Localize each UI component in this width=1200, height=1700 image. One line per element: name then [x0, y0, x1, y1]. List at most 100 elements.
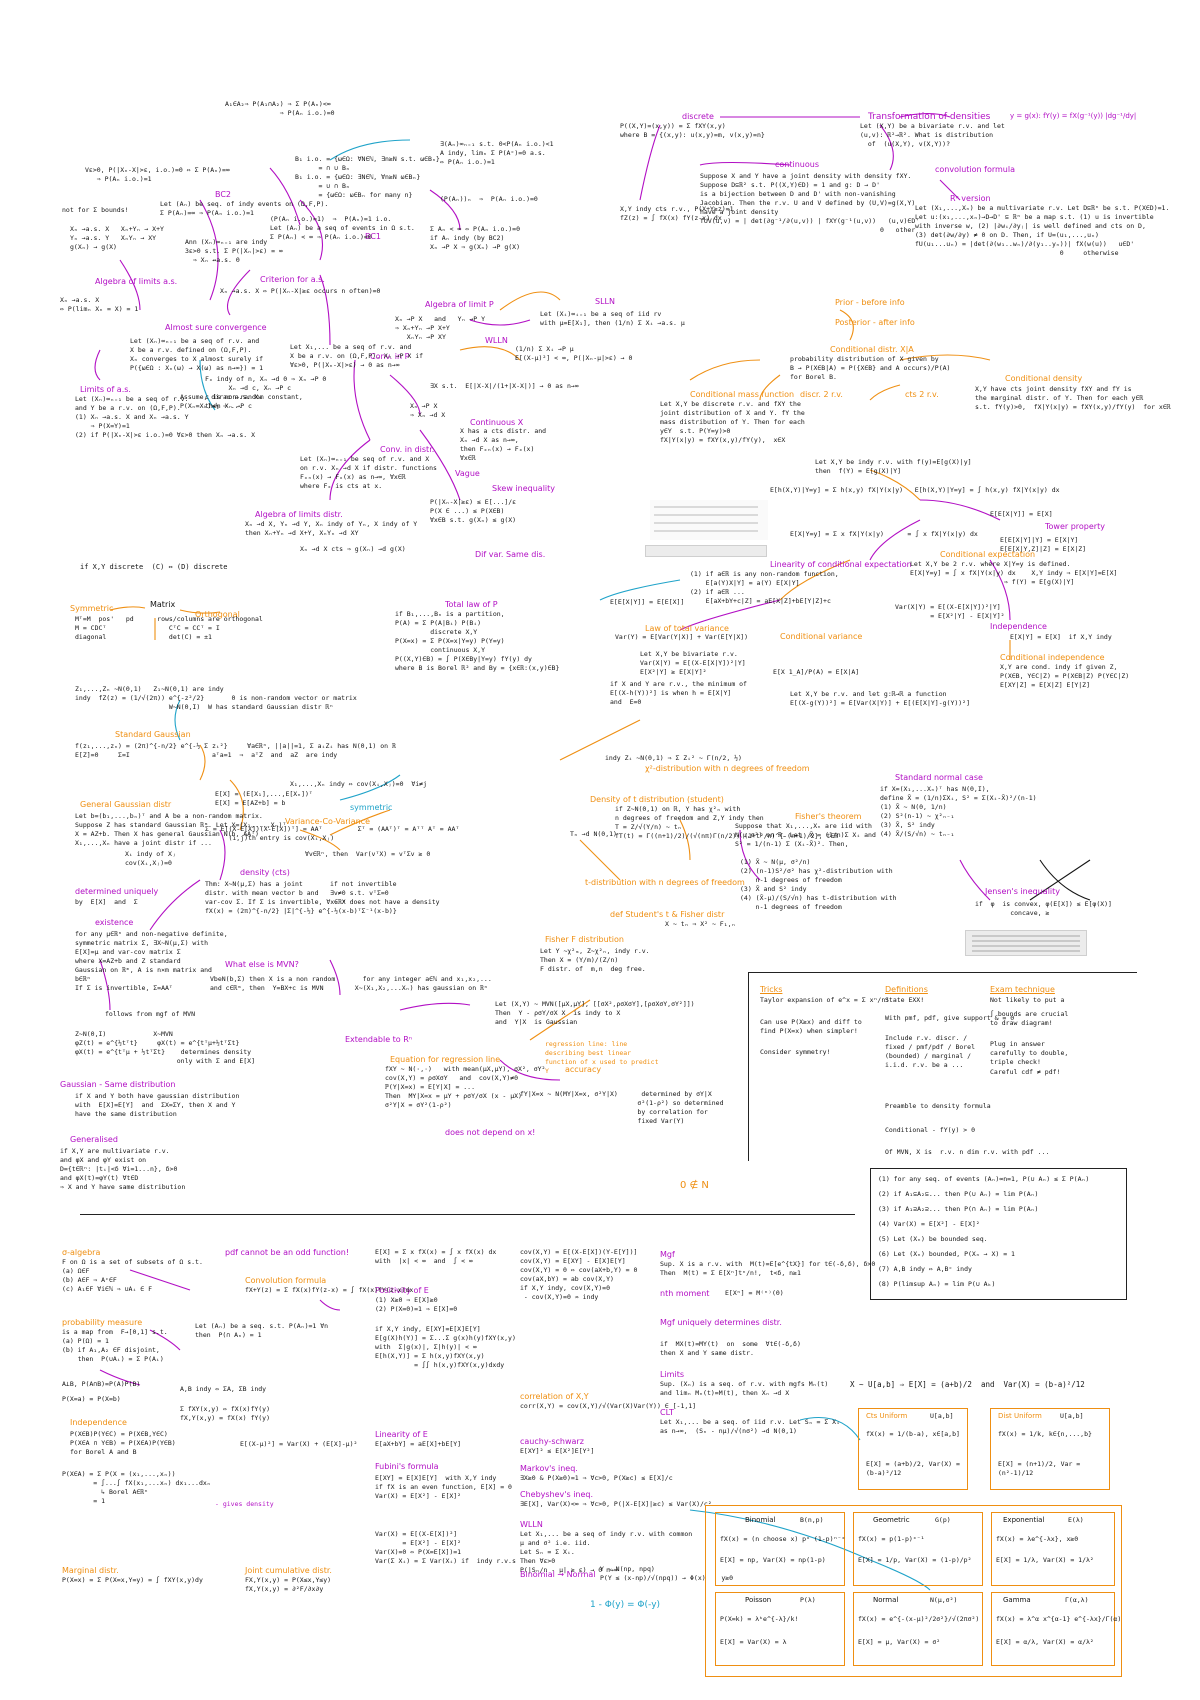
title-wlln-f: WLLN: [520, 1520, 543, 1529]
chi2-def-text: indy Zᵢ ~N(0,1) ⇒ Σ Zᵢ² ~ Γ(n/2, ½): [605, 754, 742, 762]
std-gaussian-iid: Z₁,...,Zₙ ~N(0,1) Z₁~N(0,1) are indy ind…: [75, 685, 357, 711]
dist-moments-dist-uniform: E[X] = (n+1)/2, Var = (n²-1)/12: [998, 1460, 1081, 1477]
dist-name-normal: Normal: [873, 1596, 899, 1604]
dist-name-geometric: Geometric: [873, 1516, 910, 1524]
title-nth-moment: nth moment: [660, 1289, 710, 1298]
label-ab-indy: A,B indy ⇔ ΣA, ΣB indy: [180, 1385, 267, 1393]
tips-include: Include r.v. discr. / fixed / pmf/pdf / …: [885, 1034, 976, 1069]
almost-sure-text: Let (Xₙ)∞ₙ₌₁ be a seq of r.v. and X be a…: [130, 337, 264, 372]
indy-exp-text: if X,Y indy, E[XY]=E[X]E[Y] E[g(X)h(Y)] …: [375, 1325, 516, 1369]
distr-imply-text: Xₙ →P X ⇒ Xₙ →d X: [410, 402, 446, 419]
conv-in-distr-text: Let (Xₙ)∞ₙ₌₁ be seq of r.v. and X on r.v…: [300, 455, 437, 490]
label-def-student: def Student's t & Fisher distr: [610, 910, 725, 919]
dist-name-exponential: Exponential: [1003, 1516, 1045, 1524]
label-cts-2rv: cts 2 r.v.: [905, 390, 939, 399]
cond-var-text: Let X,Y be bivariate r.v. Var(X|Y) = E[(…: [640, 650, 860, 676]
continuous-x-text: X has a cts distr. and Xₙ →d X as n→∞, t…: [460, 427, 547, 462]
title-cond-variance: Conditional variance: [780, 632, 863, 641]
std-gaussian-text: f(z₁,...,zₙ) = (2π)^{-n/2} e^{-½ Σ zᵢ²} …: [75, 742, 396, 759]
title-joint-cdf: Joint cumulative distr.: [245, 1566, 332, 1575]
tips-tricks-heading: Tricks: [760, 985, 783, 994]
title-fisher-f: Fisher F distribution: [545, 935, 624, 944]
tips-symmetry: Consider symmetry!: [760, 1048, 831, 1056]
title-algebra-distr: Algebra of limits distr.: [255, 510, 343, 519]
tips-with-pmf: With pmf, pdf, give support & = 0: [885, 1014, 1015, 1022]
convolution-f-text: fX+Y(z) = Σ fX(x)fY(z-x) = ∫ fX(x)fY(z-x…: [245, 1286, 414, 1294]
dist-moments-binomial: E[X] = np, Var(X) = np(1-p): [720, 1556, 826, 1564]
regression-intro-text: Let (X,Y) ~ MVN([μX,μY], [[σX²,ρσXσY],[ρ…: [495, 1000, 695, 1026]
independence-text: E[X|Y] = E[X] if X,Y indy: [1010, 633, 1112, 641]
as-criterion-text: Ann (Xₙ)∞ₙ₌₁ are indy 3ε>0 s.t. Σ P(|Xₙ|…: [185, 238, 283, 264]
property-8: (8) P(limsup Aₙ) = lim P(∪ Aₖ): [878, 1280, 996, 1288]
positivity-text: (1) X≥0 ⇒ E[X]≥0 (2) P(X=0)=1 ⇒ E[X]=0: [375, 1296, 458, 1313]
variance-table-image: [650, 500, 768, 540]
prob-measure-text: is a map from F→[0,1] s.t. (a) P(Ω) = 1 …: [62, 1328, 168, 1363]
property-6: (6) Let (Xₙ) bounded, P(Xₙ → X) = 1: [878, 1250, 1015, 1258]
dist-card-binomial: [715, 1512, 845, 1586]
dist-card-normal: [853, 1592, 983, 1666]
wlln-f-text: Let X₁,... be a seq of indy r.v. with co…: [520, 1530, 693, 1574]
cond-var-c: Let X,Y be r.v. and let g:ℝ→ℝ a function…: [790, 690, 971, 707]
slln-text: Let (Xᵢ)∞ᵢ₌₁ be a seq of iid rv with μ=E…: [540, 310, 685, 327]
dist-pdf-cts-uniform: fX(x) = 1/(b-a), x∈[a,b]: [866, 1430, 960, 1438]
title-almost-sure: Almost sure convergence: [165, 323, 267, 332]
bc1-text: (P(Aₙ i.o.)=1) ⇒ P(Aₙ)=1 i.o. Let (Aₙ) b…: [270, 215, 415, 241]
not-for-bounds: not for Σ bounds!: [62, 206, 129, 214]
dist-card-geometric: [853, 1512, 983, 1586]
tips-conditional: Conditional - fY(y) > 0: [885, 1126, 976, 1134]
label-rn-version: Rⁿ version: [950, 194, 991, 203]
dist-param-geometric: G(p): [935, 1516, 951, 1524]
label-std-normal: Standard normal case: [895, 773, 983, 782]
cov-text: cov(X,Y) = E[(X-E[X])(Y-E[Y])] cov(X,Y) …: [520, 1248, 638, 1301]
cauchy-text: E[XY]² ≤ E[X²]E[Y²]: [520, 1447, 595, 1455]
indy-cov-text: X₁,...,Xₙ indy ⇔ cov(Xᵢ,Xⱼ)=0 ∀i≠j: [290, 780, 427, 788]
title-limits: Limits: [660, 1370, 684, 1379]
title-dif-var: Dif var. Same dis.: [475, 550, 546, 559]
label-matrix: Matrix: [150, 600, 176, 609]
pxa-text: P(X=a) = P(X=b): [62, 1395, 121, 1403]
title-tower: Tower property: [1045, 522, 1105, 531]
rn-version-text: Let (X₁,...,Xₙ) be a multivariate r.v. L…: [915, 204, 1170, 257]
bc-converse-text: (P(Aₙ))ₙ ⇒ P(Aₙ i.o.)=0: [440, 195, 538, 203]
label-convolution: convolution formula: [935, 165, 1015, 174]
gaussian-same-text: if X and Y both have gaussian distributi…: [75, 1092, 240, 1118]
label-posterior: Posterior - after info: [835, 318, 915, 327]
bc2-text-c: Let (Aₙ) be seq. of indy events on (Ω,F,…: [160, 200, 329, 217]
label-symmetric: Symmetric: [70, 604, 114, 613]
dist-pdf-binomial: fX(x) = (n choose x) pˣ (1-p)ⁿ⁻ˣ: [720, 1535, 846, 1543]
wlln-text: (1/n) Σ Xᵢ →P μ E[(X-μ)²] < ∞, P(|Xₙ-μ|>…: [515, 345, 633, 362]
label-prior: Prior - before info: [835, 298, 905, 307]
title-independence: Independence: [990, 622, 1047, 631]
variance-table-shadow: [645, 545, 767, 557]
title-linearity-cond: Linearity of conditional expectation: [770, 560, 912, 569]
indy-text: Xᵢ indy of Xⱼ cov(Xᵢ,Xⱼ)=0: [125, 850, 176, 867]
bc2-text-b: Vε>0, P(|Xₙ-X|>ε, i.o.)=0 ⇔ Σ P(Aₙ)=∞ ⇒ …: [85, 166, 230, 183]
bc2-text-a: A₁∈A₂⇒ P(A₁∩A₂) ⇒ Σ P(Aₙ)<∞ ⇒ P(Aₙ i.o.)…: [225, 100, 335, 117]
dirac-text: Assume, dirac a.s. Xₙ P(Xₙ=Xₖ)=½ ⇒ ...: [180, 393, 263, 410]
mgf-text: Sup. X is a r.v. with M(t)=E[e^{tX}] for…: [660, 1260, 876, 1277]
mgf-unique-text: if MX(t)=MY(t) on some ∀t∈(-δ,δ) then X …: [660, 1340, 801, 1357]
property-3: (3) if A₁⊇A₂⊇... then P(∩ Aₙ) = lim P(Aₙ…: [878, 1205, 1039, 1213]
title-cond-distr: Conditional distr. X|A: [830, 345, 914, 354]
algebra-p-text: Xₙ →P X and Yₙ →P Y ⇒ Xₙ+Yₙ →P X+Y XₙYₙ …: [395, 315, 486, 341]
total-law-text: if B₁,...,Bₙ is a partition, P(A) = Σ P(…: [395, 610, 560, 672]
title-cond-independence: Conditional independence: [1000, 653, 1105, 662]
title-continuous-x: Continuous X: [470, 418, 524, 427]
title-prob-measure: probability measure: [62, 1318, 143, 1327]
mgf-mvn-text: Z~N(0,I) X~MVN φZ(t) = e^{½tᵀt} φX(t) = …: [75, 1030, 256, 1065]
label-extendable: Extendable to Rⁿ: [345, 1035, 412, 1044]
label-follows: follows from mgf of MVN: [105, 1010, 196, 1018]
tips-careful: Careful cdf ≠ pdf!: [990, 1068, 1061, 1076]
label-discrete: discrete: [682, 112, 714, 121]
dist-name-gamma: Gamma: [1003, 1596, 1031, 1604]
sigma-text: F on Ω is a set of subsets of Ω s.t. (a)…: [62, 1258, 203, 1293]
limsup-text: B₁ i.o. = {ω∈Ω: ∀N∈ℕ, ∃n≥N s.t. ω∈Bₙ} = …: [295, 155, 440, 199]
title-variance-cov: Variance-Co-Variance: [285, 817, 371, 826]
label-existence: existence: [95, 918, 134, 927]
dist-card-dist-uniform: [990, 1408, 1110, 1490]
title-limits-as: Limits of a.s.: [80, 385, 131, 394]
tips-of-mvn: Of MVN, X is r.v. n dim r.v. with pdf ..…: [885, 1148, 1050, 1156]
fisher-text: Suppose that X₁,...,Xₙ are iid with N(μ,…: [735, 822, 876, 848]
label-transformation-formula: y = g(x): fY(y) = fX(g⁻¹(y)) |dg⁻¹/dy|: [1010, 112, 1137, 120]
